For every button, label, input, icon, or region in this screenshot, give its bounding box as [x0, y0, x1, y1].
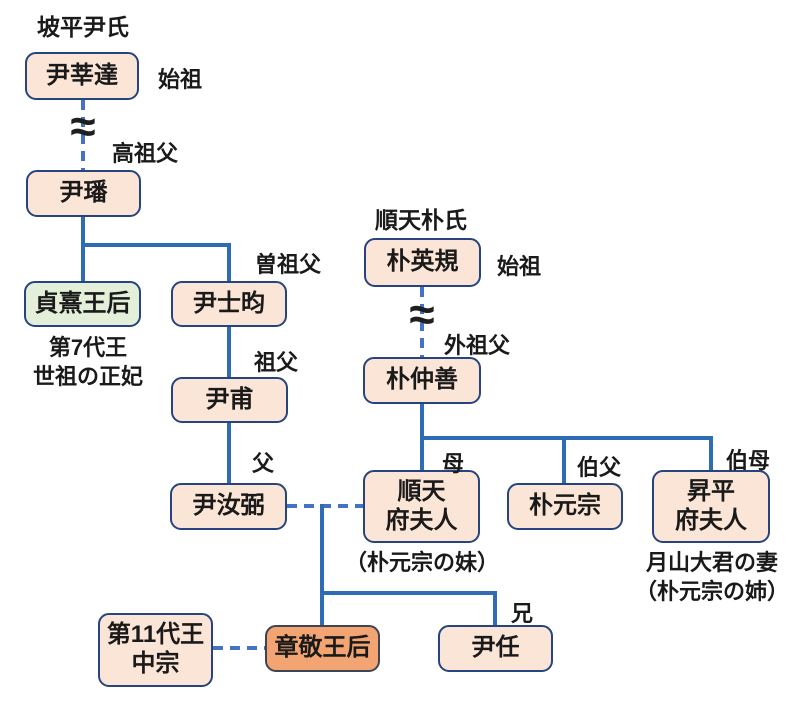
node-yun-sindal: 尹莘達 — [25, 52, 139, 100]
connector-marriage-yunyeopil — [287, 504, 363, 508]
connector-gap-yun — [81, 100, 85, 170]
generations-omitted-icon: ≈ — [70, 100, 96, 152]
node-yun-im: 尹任 — [438, 625, 553, 672]
connector-bakjungseon-down — [420, 403, 424, 438]
connector-children-drop — [320, 504, 324, 627]
node-yun-sayun: 尹士昀 — [171, 281, 287, 327]
connector-to-yunsayun — [227, 243, 231, 283]
label-aunt: 伯母 — [726, 448, 771, 473]
node-yun-beon: 尹璠 — [26, 170, 141, 217]
node-janggyeong-wanghu: 章敬王后 — [265, 625, 380, 672]
label-maternal-grandfather: 外祖父 — [444, 333, 511, 358]
label-uncle: 伯父 — [577, 455, 622, 480]
note-suncheon: （朴元宗の妹） — [344, 550, 499, 575]
clan-header-papyeong: 坡平尹氏 — [37, 14, 129, 40]
node-bak-yeonggyu: 朴英規 — [364, 238, 481, 287]
connector-bak-siblings-bar — [420, 436, 713, 440]
generations-omitted-icon: ≈ — [409, 288, 435, 340]
node-seungpyeong-bubuin: 昇平 府夫人 — [652, 470, 770, 543]
label-founder-bak: 始祖 — [497, 254, 542, 279]
connector-to-bakwonjong — [562, 436, 566, 485]
node-suncheon-bubuin: 順天 府夫人 — [363, 470, 480, 543]
node-bak-jungseon: 朴仲善 — [363, 357, 481, 404]
connector-yunbeon-branch — [81, 243, 231, 247]
connector-yunbeon-down — [81, 217, 85, 283]
connector-marriage-jungjong — [213, 646, 265, 650]
connector-to-seungpyeong — [709, 436, 713, 472]
node-yun-yeopil: 尹汝弼 — [170, 483, 287, 530]
note-seungpyeong: 月山大君の妻 （朴元宗の姉） — [634, 550, 789, 604]
connector-gap-bak — [420, 287, 424, 357]
connector-yunsayun-yunbo — [227, 327, 231, 379]
label-founder-yun: 始祖 — [158, 67, 203, 92]
node-jungjong: 第11代王 中宗 — [98, 613, 213, 687]
note-jeonghui: 第7代王 世祖の正妃 — [32, 335, 143, 389]
connector-yunbo-yunyeopil — [227, 422, 231, 485]
label-mother: 母 — [442, 451, 465, 476]
clan-header-suncheon: 順天朴氏 — [375, 207, 467, 233]
label-great-grandfather: 曽祖父 — [255, 252, 322, 277]
label-grandfather: 祖父 — [254, 350, 299, 375]
label-great-great-grandfather: 高祖父 — [112, 141, 179, 166]
node-jeonghui-wanghu: 貞熹王后 — [24, 281, 141, 327]
connector-to-yunim — [493, 591, 497, 627]
connector-children-bar — [320, 591, 497, 595]
node-yun-bo: 尹甫 — [171, 377, 288, 423]
connector-to-suncheon — [420, 436, 424, 472]
label-father: 父 — [252, 451, 275, 476]
label-elder-brother: 兄 — [511, 601, 534, 626]
node-bak-wonjong: 朴元宗 — [507, 483, 623, 530]
